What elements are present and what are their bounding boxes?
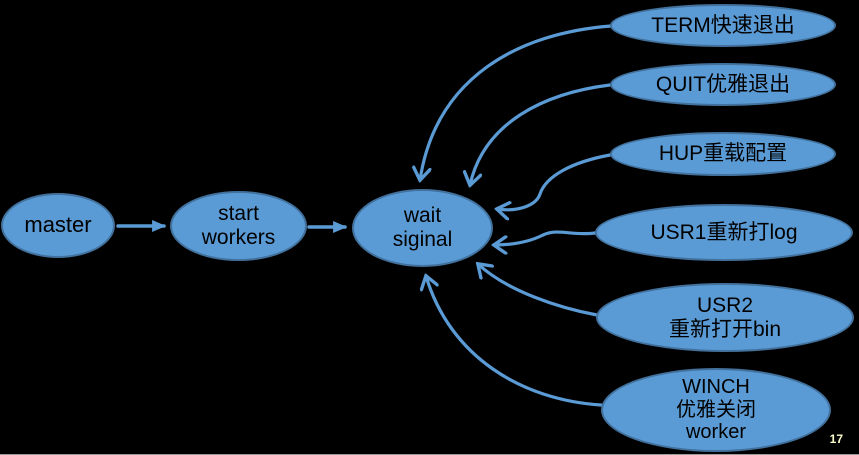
edge-usr1-to-wait-signal [494,230,597,245]
node-quit-graceful-exit: QUIT优雅退出 [610,63,836,106]
node-start-workers: start workers [170,191,307,261]
node-usr1-reopen-log: USR1重新打log [595,204,853,261]
node-master: master [1,193,115,258]
edge-quit-to-wait-signal [470,83,612,185]
edge-term-to-wait-signal [420,24,613,180]
node-term-fast-exit: TERM快速退出 [610,4,836,47]
node-hup-reload-config: HUP重载配置 [610,132,836,176]
node-usr2-reopen-bin: USR2 重新打开bin [596,283,854,352]
edge-hup-to-wait-signal [497,153,612,210]
node-wait-signal: wait siginal [352,189,493,267]
page-number: 17 [829,432,843,446]
edge-winch-to-wait-signal [426,276,603,407]
edge-usr2-to-wait-signal [478,264,599,317]
node-winch-graceful-close-worker: WINCH 优雅关闭 worker [601,368,831,452]
